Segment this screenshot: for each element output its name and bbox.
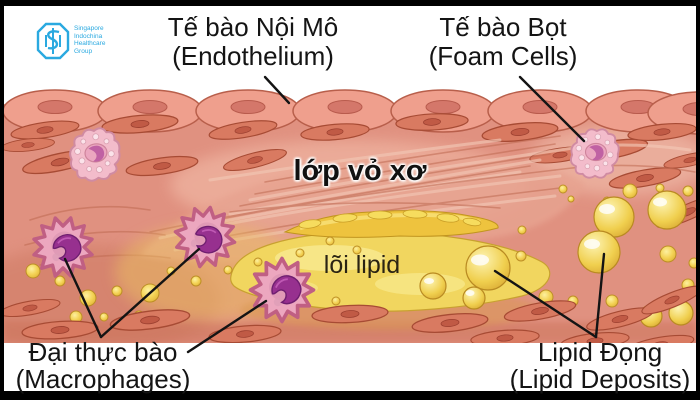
logo-octagon-icon bbox=[36, 22, 70, 60]
callout-macrophages-en: (Macrophages) bbox=[15, 364, 191, 394]
logo-text-line: Indochina bbox=[74, 32, 103, 40]
leader-foam-cells bbox=[518, 75, 586, 143]
leader-macrophage-a bbox=[63, 257, 103, 339]
callout-endothelium-vi: Tế bào Nội Mô bbox=[167, 12, 339, 42]
callout-lipid-deposits-vi: Lipid Đọng bbox=[537, 337, 663, 367]
fibrous-cap-label: lớp vỏ xơ bbox=[293, 155, 427, 187]
callout-endothelium-en: (Endothelium) bbox=[172, 41, 334, 71]
callout-foam-cells-en: (Foam Cells) bbox=[428, 41, 578, 71]
leader-lines bbox=[63, 75, 606, 354]
leader-endothelium bbox=[263, 75, 291, 105]
callout-foam-cells: Tế bào Bọt (Foam Cells) bbox=[385, 13, 621, 71]
lipid-deposit-spheres bbox=[419, 190, 694, 328]
lipid-core-label: lõi lipid bbox=[323, 251, 401, 279]
leader-macrophage-b bbox=[99, 247, 201, 339]
callout-macrophages-vi: Đại thực bào bbox=[28, 337, 178, 367]
logo-text: Singapore Indochina Healthcare Group bbox=[74, 22, 105, 55]
callout-lipid-deposits-en: (Lipid Deposits) bbox=[509, 364, 691, 394]
leader-macrophage-c bbox=[186, 299, 268, 354]
callout-foam-cells-vi: Tế bào Bọt bbox=[439, 12, 567, 42]
logo-text-line: Healthcare bbox=[74, 40, 106, 47]
logo-text-line: Singapore bbox=[74, 25, 104, 32]
leader-lipid-b bbox=[594, 252, 606, 339]
organization-logo: Singapore Indochina Healthcare Group bbox=[36, 22, 105, 60]
callout-lipid-deposits: Lipid Đọng (Lipid Deposits) bbox=[492, 339, 700, 393]
callout-macrophages: Đại thực bào (Macrophages) bbox=[2, 339, 204, 393]
logo-text-line: Group bbox=[74, 47, 93, 55]
callout-endothelium: Tế bào Nội Mô (Endothelium) bbox=[133, 13, 373, 71]
leader-lipid-a bbox=[493, 269, 598, 339]
